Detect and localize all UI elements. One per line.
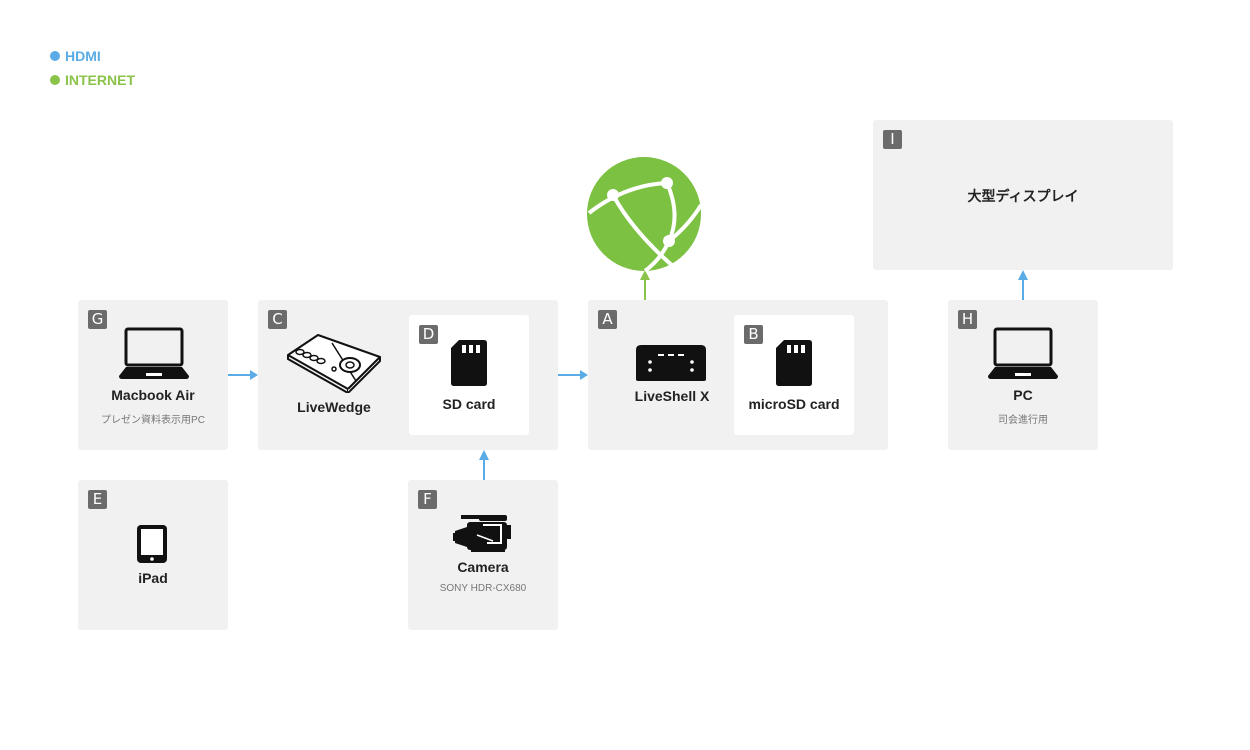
node-e: E iPad <box>78 480 228 630</box>
legend-internet-dot <box>50 75 60 85</box>
laptop-icon <box>987 327 1059 381</box>
badge-a: A <box>598 310 617 329</box>
laptop-icon <box>118 327 190 381</box>
node-f-subtitle: SONY HDR-CX680 <box>439 583 527 594</box>
node-g-title: Macbook Air <box>111 387 195 403</box>
sd-card-icon <box>776 340 812 386</box>
legend-hdmi: HDMI <box>50 48 101 64</box>
arrow-a-to-internet-head <box>640 270 650 280</box>
legend-internet-label: INTERNET <box>65 72 135 88</box>
node-h: H PC 司会進行用 <box>948 300 1098 450</box>
legend-internet: INTERNET <box>50 72 135 88</box>
node-d: D SD card <box>409 315 529 435</box>
node-h-subtitle: 司会進行用 <box>998 415 1048 426</box>
node-d-title: SD card <box>442 396 496 412</box>
arrow-h-to-i-head <box>1018 270 1028 280</box>
node-e-title: iPad <box>138 570 168 586</box>
badge-c: C <box>268 310 287 329</box>
livewedge-icon <box>286 333 382 395</box>
badge-f: F <box>418 490 437 509</box>
node-c: C LiveWedge D <box>258 300 558 450</box>
node-g: G Macbook Air プレゼン資料表示用PC <box>78 300 228 450</box>
arrow-f-to-c-head <box>479 450 489 460</box>
tablet-icon <box>136 524 168 564</box>
badge-b: B <box>744 325 763 344</box>
node-c-title: LiveWedge <box>297 399 371 415</box>
node-a-title: LiveShell X <box>634 388 710 404</box>
arrow-c-to-a-head <box>580 370 588 380</box>
badge-d: D <box>419 325 438 344</box>
camera-icon <box>453 513 513 553</box>
node-f: F Camera SONY HDR-CX680 <box>408 480 558 630</box>
liveshell-icon <box>635 344 707 382</box>
badge-i: I <box>883 130 902 149</box>
badge-e: E <box>88 490 107 509</box>
node-b: B microSD card <box>734 315 854 435</box>
legend-hdmi-label: HDMI <box>65 48 101 64</box>
sd-card-icon <box>451 340 487 386</box>
badge-h: H <box>958 310 977 329</box>
node-f-title: Camera <box>457 559 509 575</box>
arrow-g-to-c-head <box>250 370 258 380</box>
globe-icon <box>585 155 703 275</box>
node-g-subtitle: プレゼン資料表示用PC <box>101 415 205 426</box>
node-h-title: PC <box>1013 387 1033 403</box>
badge-g: G <box>88 310 107 329</box>
node-a: A LiveShell X B microSD <box>588 300 888 450</box>
node-b-title: microSD card <box>748 396 840 412</box>
legend-hdmi-dot <box>50 51 60 61</box>
node-i: I 大型ディスプレイ <box>873 120 1173 270</box>
node-i-title: 大型ディスプレイ <box>967 188 1079 204</box>
